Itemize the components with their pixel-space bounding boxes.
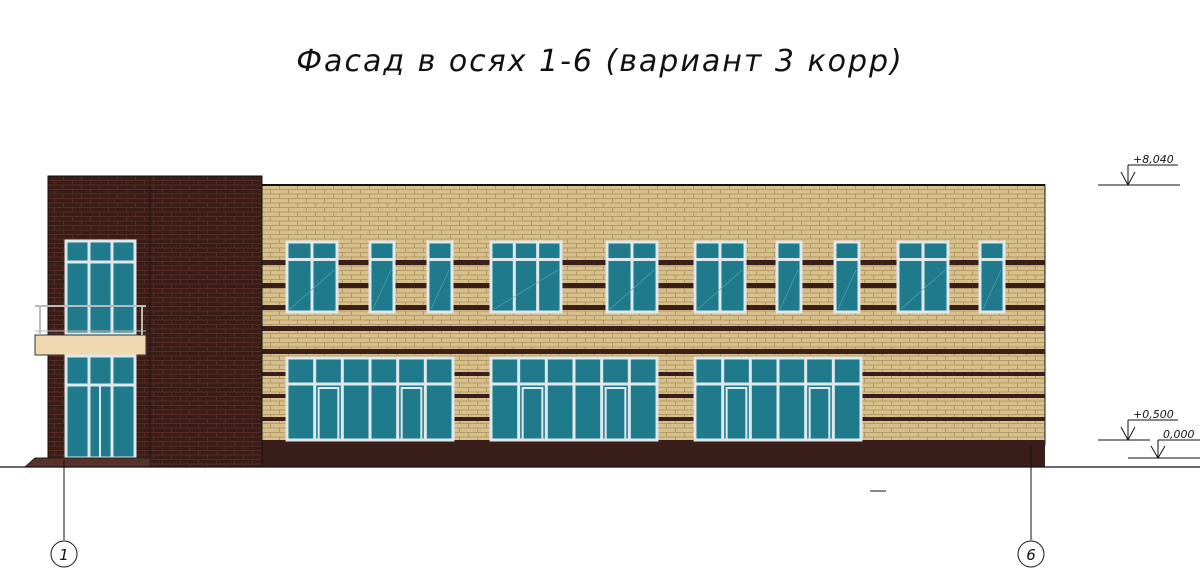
entrance-steps bbox=[23, 457, 151, 468]
drawing-title: Фасад в осях 1-6 (вариант 3 корр) bbox=[296, 44, 904, 79]
axis-marker-6 bbox=[1017, 540, 1045, 568]
tower-window-upper bbox=[64, 239, 137, 336]
axis-marker-1 bbox=[50, 540, 78, 568]
storefront-window bbox=[489, 356, 659, 442]
upper-window bbox=[426, 240, 454, 314]
storefront-window bbox=[285, 356, 455, 442]
upper-window bbox=[489, 240, 563, 314]
upper-window bbox=[693, 240, 747, 314]
storefronts bbox=[285, 356, 863, 442]
plinth bbox=[262, 440, 1045, 467]
level-label-top: +8,040 bbox=[1133, 153, 1174, 166]
level-label-floor: +0,500 bbox=[1133, 408, 1174, 421]
entrance-doors bbox=[64, 354, 137, 460]
axis-label-1: 1 bbox=[59, 546, 69, 564]
upper-window bbox=[285, 240, 339, 314]
balcony-slab bbox=[34, 334, 147, 356]
storefront-window bbox=[693, 356, 863, 442]
axis-label-6: 6 bbox=[1026, 546, 1036, 564]
upper-window bbox=[368, 240, 396, 314]
upper-window bbox=[775, 240, 803, 314]
upper-windows bbox=[285, 240, 1006, 314]
level-label-ground: 0,000 bbox=[1163, 428, 1195, 441]
upper-window bbox=[978, 240, 1006, 314]
level-marker-ground bbox=[1128, 439, 1200, 459]
balcony-railing bbox=[35, 305, 146, 335]
upper-window bbox=[605, 240, 659, 314]
upper-window bbox=[833, 240, 861, 314]
level-marker-floor bbox=[1098, 419, 1178, 442]
upper-window bbox=[896, 240, 950, 314]
level-marker-top bbox=[1098, 164, 1180, 187]
